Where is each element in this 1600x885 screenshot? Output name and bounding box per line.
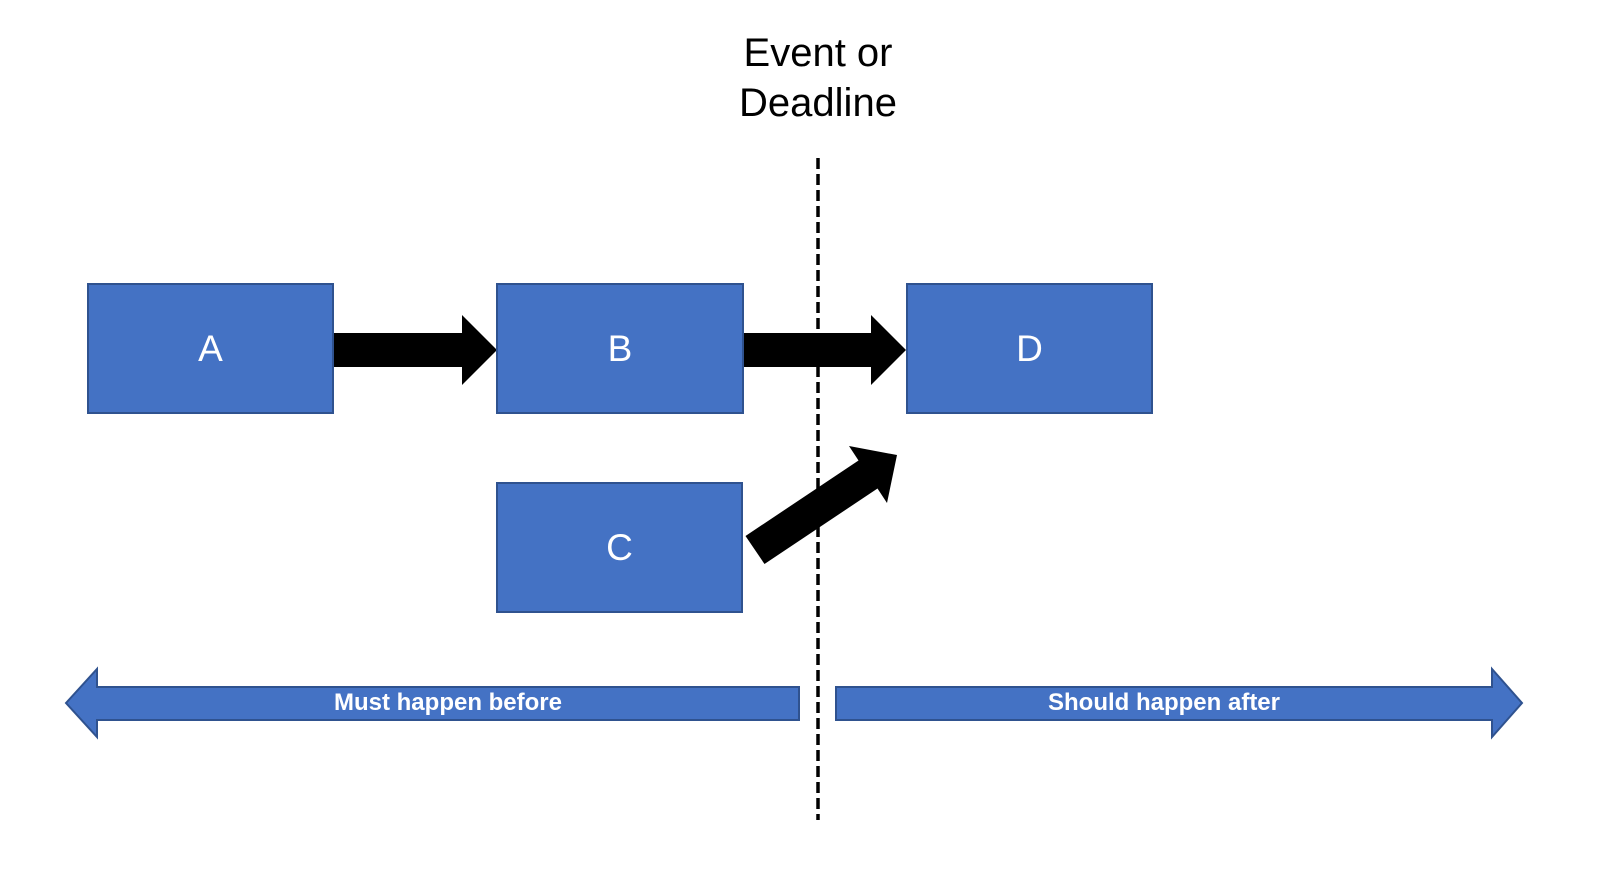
node-a: A xyxy=(87,283,334,414)
timeline-right-arrow-icon xyxy=(835,666,1524,740)
arrow-c-to-d-icon xyxy=(745,446,897,564)
node-a-label: A xyxy=(198,327,223,369)
node-d: D xyxy=(906,283,1153,414)
arrow-a-to-b-icon xyxy=(334,315,497,385)
deadline-title: Event or Deadline xyxy=(739,31,897,125)
node-b-label: B xyxy=(607,327,633,369)
node-d-label: D xyxy=(1016,327,1043,369)
node-c-label: C xyxy=(606,526,633,568)
node-c: C xyxy=(496,482,743,613)
arrow-b-to-d-icon xyxy=(744,315,906,385)
node-b: B xyxy=(496,283,744,414)
timeline-left-arrow-icon xyxy=(64,666,800,740)
